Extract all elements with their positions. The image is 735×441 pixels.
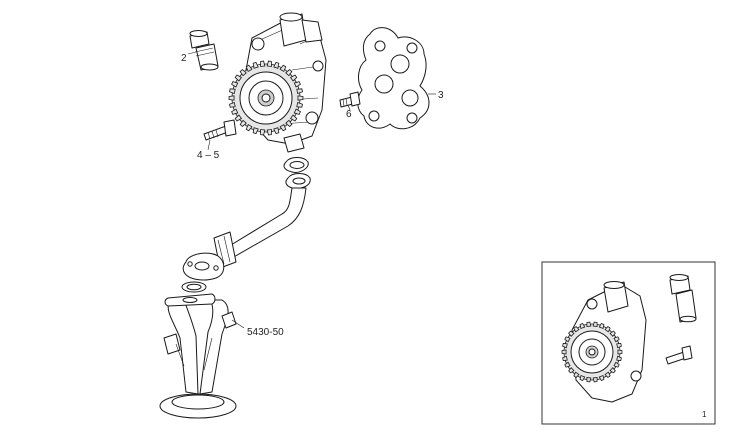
gear-tooth <box>616 343 622 349</box>
inset-bolt <box>665 345 693 365</box>
gasket-plate-part-3 <box>357 27 430 130</box>
inset-oil-pump-assembly <box>561 281 647 403</box>
gear-tooth <box>617 349 623 355</box>
gear-tooth <box>586 321 592 327</box>
gear-tooth <box>260 60 266 67</box>
gear-tooth <box>573 371 580 378</box>
gear-tooth <box>234 74 243 82</box>
gear-tooth <box>592 321 598 327</box>
oil-pump-assembly <box>228 12 327 153</box>
gear-tooth <box>598 374 605 382</box>
gear-tooth <box>229 102 236 108</box>
gear-tooth <box>613 361 620 368</box>
oil-strainer <box>159 293 237 419</box>
gear-tooth <box>604 371 611 378</box>
gear-tooth <box>289 74 298 82</box>
gear-tooth <box>296 88 303 94</box>
gear-tooth <box>231 81 239 88</box>
gear-tooth <box>579 374 586 382</box>
callout-label-1: 1 <box>702 410 707 419</box>
gear-tooth <box>266 60 272 67</box>
gear-tooth <box>279 64 287 72</box>
gear-tooth <box>266 129 272 136</box>
o-ring-gasket-lower <box>181 281 207 293</box>
gear-tooth <box>234 114 243 122</box>
gear-tooth <box>239 119 247 128</box>
gear-tooth <box>579 322 586 330</box>
gear-tooth <box>564 336 571 343</box>
suction-pipe <box>182 173 311 281</box>
callout-label-2: 2 <box>181 53 187 64</box>
gear-tooth <box>568 330 575 337</box>
gear-tooth <box>260 129 266 136</box>
callout-label-6: 6 <box>346 109 352 120</box>
gear-tooth <box>231 108 239 115</box>
bolt-part-6 <box>339 91 361 108</box>
gear-tooth <box>239 68 247 77</box>
gear-tooth <box>598 322 605 330</box>
gear-tooth <box>285 119 293 128</box>
callout-label-4-5: 4 – 5 <box>197 150 220 161</box>
gear-tooth <box>613 336 620 343</box>
gear-tooth <box>229 88 236 94</box>
gear-tooth <box>604 326 611 333</box>
gear-tooth <box>252 127 259 135</box>
callout-label-3: 3 <box>438 90 444 101</box>
gear-tooth <box>245 64 253 72</box>
gear-tooth <box>616 355 622 361</box>
gear-tooth <box>592 377 598 383</box>
gear-tooth <box>296 102 303 108</box>
gear-tooth <box>273 61 280 69</box>
gear-tooth <box>609 330 616 337</box>
gear-tooth <box>279 124 287 132</box>
sleeve-part-2 <box>189 30 219 71</box>
gear-tooth <box>273 127 280 135</box>
gear-tooth <box>586 377 592 383</box>
gear-tooth <box>289 114 298 122</box>
o-ring-gasket-upper <box>283 157 309 173</box>
gear-tooth <box>252 61 259 69</box>
gear-tooth <box>245 124 253 132</box>
gear-tooth <box>568 367 575 374</box>
inset-sleeve <box>669 274 697 323</box>
gear-tooth <box>293 81 301 88</box>
gear-tooth <box>293 108 301 115</box>
callout-label-5430-50: 5430-50 <box>247 327 284 338</box>
gear-tooth <box>564 361 571 368</box>
gear-tooth <box>562 355 568 361</box>
gear-tooth <box>562 343 568 349</box>
gear-tooth <box>561 349 567 355</box>
gear-tooth <box>573 326 580 333</box>
gear-tooth <box>228 95 235 101</box>
leader-lines <box>187 51 436 329</box>
gear-tooth <box>609 367 616 374</box>
gear-tooth <box>285 68 293 77</box>
gear-tooth <box>297 95 304 101</box>
bolt-part-4-5 <box>203 119 237 141</box>
